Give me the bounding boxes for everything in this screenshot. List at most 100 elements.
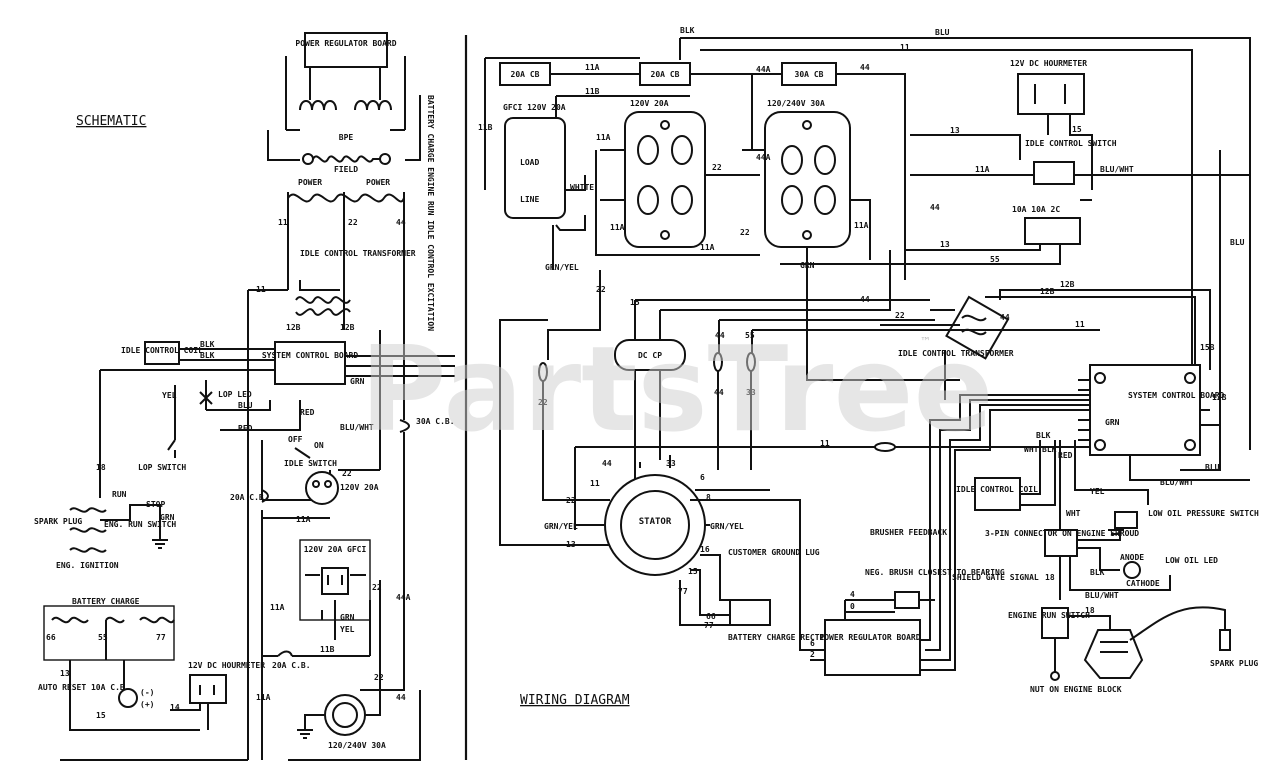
svg-text:RED: RED xyxy=(1058,451,1073,460)
recep-240v-label: 120/240V 30A xyxy=(767,99,825,108)
cb-30a-label: 30A C.B. xyxy=(416,417,455,426)
svg-text:22: 22 xyxy=(342,469,352,478)
svg-text:77: 77 xyxy=(678,587,688,596)
dc-cp xyxy=(614,339,686,371)
svg-text:11A: 11A xyxy=(610,223,625,232)
recep-120v-duplex xyxy=(624,111,706,248)
svg-text:15: 15 xyxy=(688,567,698,576)
hourmeter xyxy=(1017,73,1085,115)
svg-text:YEL: YEL xyxy=(162,391,177,400)
svg-text:BLU/WHT: BLU/WHT xyxy=(1100,165,1134,174)
receptacle-120v-20a xyxy=(305,471,339,505)
svg-text:ANODE: ANODE xyxy=(1120,553,1144,562)
schematic-system-control-board xyxy=(274,341,346,385)
cb-10a-label: 10A 10A 2C xyxy=(1012,205,1060,214)
svg-text:44: 44 xyxy=(396,218,406,227)
svg-text:BLU: BLU xyxy=(238,401,253,410)
svg-text:13: 13 xyxy=(566,540,576,549)
idle-switch-label: IDLE SWITCH xyxy=(284,459,337,468)
svg-text:11A: 11A xyxy=(256,693,271,702)
svg-text:4: 4 xyxy=(850,590,855,599)
wiring-diagram-title: WIRING DIAGRAM xyxy=(520,693,630,708)
gfci-receptacle xyxy=(504,117,566,219)
svg-text:44A: 44A xyxy=(756,65,771,74)
scb-label: SYSTEM CONTROL BOARD xyxy=(1128,391,1225,400)
svg-text:22: 22 xyxy=(348,218,358,227)
svg-text:WHITE: WHITE xyxy=(570,183,594,192)
svg-text:GRN/YEL: GRN/YEL xyxy=(545,263,579,272)
svg-text:66: 66 xyxy=(46,633,56,642)
svg-text:BLU/WHT: BLU/WHT xyxy=(1160,478,1194,487)
svg-text:(-): (-) xyxy=(140,688,154,697)
svg-text:11A: 11A xyxy=(596,133,611,142)
idle-control-transformer xyxy=(945,295,1010,360)
svg-text:BLU/WHT: BLU/WHT xyxy=(340,423,374,432)
svg-text:44: 44 xyxy=(930,203,940,212)
eng-run-switch-label: ENG. RUN SWITCH xyxy=(104,520,176,529)
svg-text:11: 11 xyxy=(1075,320,1085,329)
svg-text:22: 22 xyxy=(566,496,576,505)
svg-text:GRN: GRN xyxy=(350,377,365,386)
battery-icon xyxy=(118,688,138,708)
spark-plug xyxy=(1219,629,1231,651)
svg-text:11A: 11A xyxy=(700,243,715,252)
svg-text:11B: 11B xyxy=(585,87,600,96)
low-oil-led xyxy=(1123,561,1141,579)
auto-reset-label: AUTO RESET 10A C.B. xyxy=(38,683,130,692)
svg-text:30A CB: 30A CB xyxy=(795,70,824,79)
gfci-label: GFCI 120V 20A xyxy=(503,103,566,112)
svg-text:55: 55 xyxy=(98,633,108,642)
svg-text:22: 22 xyxy=(538,398,548,407)
svg-text:12B: 12B xyxy=(1060,280,1075,289)
svg-text:44A: 44A xyxy=(396,593,411,602)
svg-text:GRN: GRN xyxy=(340,613,355,622)
svg-text:12B: 12B xyxy=(1040,287,1055,296)
field-label: FIELD xyxy=(334,165,358,174)
schematic-hourmeter xyxy=(189,674,227,704)
svg-text:22: 22 xyxy=(740,228,750,237)
customer-ground-lug-label: CUSTOMER GROUND LUG xyxy=(728,548,820,557)
svg-text:44: 44 xyxy=(602,459,612,468)
svg-text:66: 66 xyxy=(706,612,716,621)
svg-text:WHT: WHT xyxy=(1024,445,1039,454)
eng-ignition-label: ENG. IGNITION xyxy=(56,561,119,570)
svg-text:BLK: BLK xyxy=(680,26,695,35)
lop-switch-label: LOP SWITCH xyxy=(138,463,186,472)
brush-assembly xyxy=(894,591,920,609)
idle-control-coil xyxy=(974,477,1021,511)
schematic-hourmeter-label: 12V DC HOURMETER xyxy=(188,661,265,670)
battery-charge-label: BATTERY CHARGE xyxy=(72,597,140,606)
svg-text:STATOR: STATOR xyxy=(639,517,672,527)
svg-text:20A CB: 20A CB xyxy=(511,70,540,79)
field-brush-left xyxy=(302,153,314,165)
svg-text:11: 11 xyxy=(820,439,830,448)
svg-text:YEL: YEL xyxy=(1090,487,1105,496)
svg-text:DC CP: DC CP xyxy=(638,351,662,360)
nut-engine-block-label: NUT ON ENGINE BLOCK xyxy=(1030,685,1122,694)
svg-text:BLK: BLK xyxy=(200,351,215,360)
receptacle-120v-label: 120V 20A xyxy=(340,483,379,492)
svg-text:2: 2 xyxy=(810,650,815,659)
svg-text:12B: 12B xyxy=(1212,393,1227,402)
watermark-trademark: ™ xyxy=(920,335,931,348)
three-pin-connector xyxy=(1044,529,1078,557)
svg-text:6: 6 xyxy=(700,473,705,482)
partstree-watermark: PartsTree xyxy=(360,320,994,458)
ground-nut xyxy=(1050,671,1060,681)
svg-text:22: 22 xyxy=(712,163,722,172)
power-regulator-board-label: POWER REGULATOR BOARD xyxy=(295,39,396,48)
power-regulator-board-box xyxy=(304,32,388,68)
schematic-idle-coil-label: IDLE CONTROL COIL xyxy=(121,346,203,355)
svg-text:8: 8 xyxy=(706,493,711,502)
cb-10a xyxy=(1024,217,1081,245)
svg-text:RED: RED xyxy=(238,424,253,433)
idle-control-switch-label: IDLE CONTROL SWITCH xyxy=(1025,139,1117,148)
cb-20a-label: 20A C.B. xyxy=(230,493,269,502)
svg-text:55: 55 xyxy=(990,255,1000,264)
svg-text:BLU: BLU xyxy=(1205,463,1220,472)
svg-text:BLK: BLK xyxy=(1042,445,1057,454)
idle-control-switch xyxy=(1033,161,1075,185)
svg-text:YEL: YEL xyxy=(340,625,355,634)
svg-text:BLK: BLK xyxy=(1090,568,1105,577)
